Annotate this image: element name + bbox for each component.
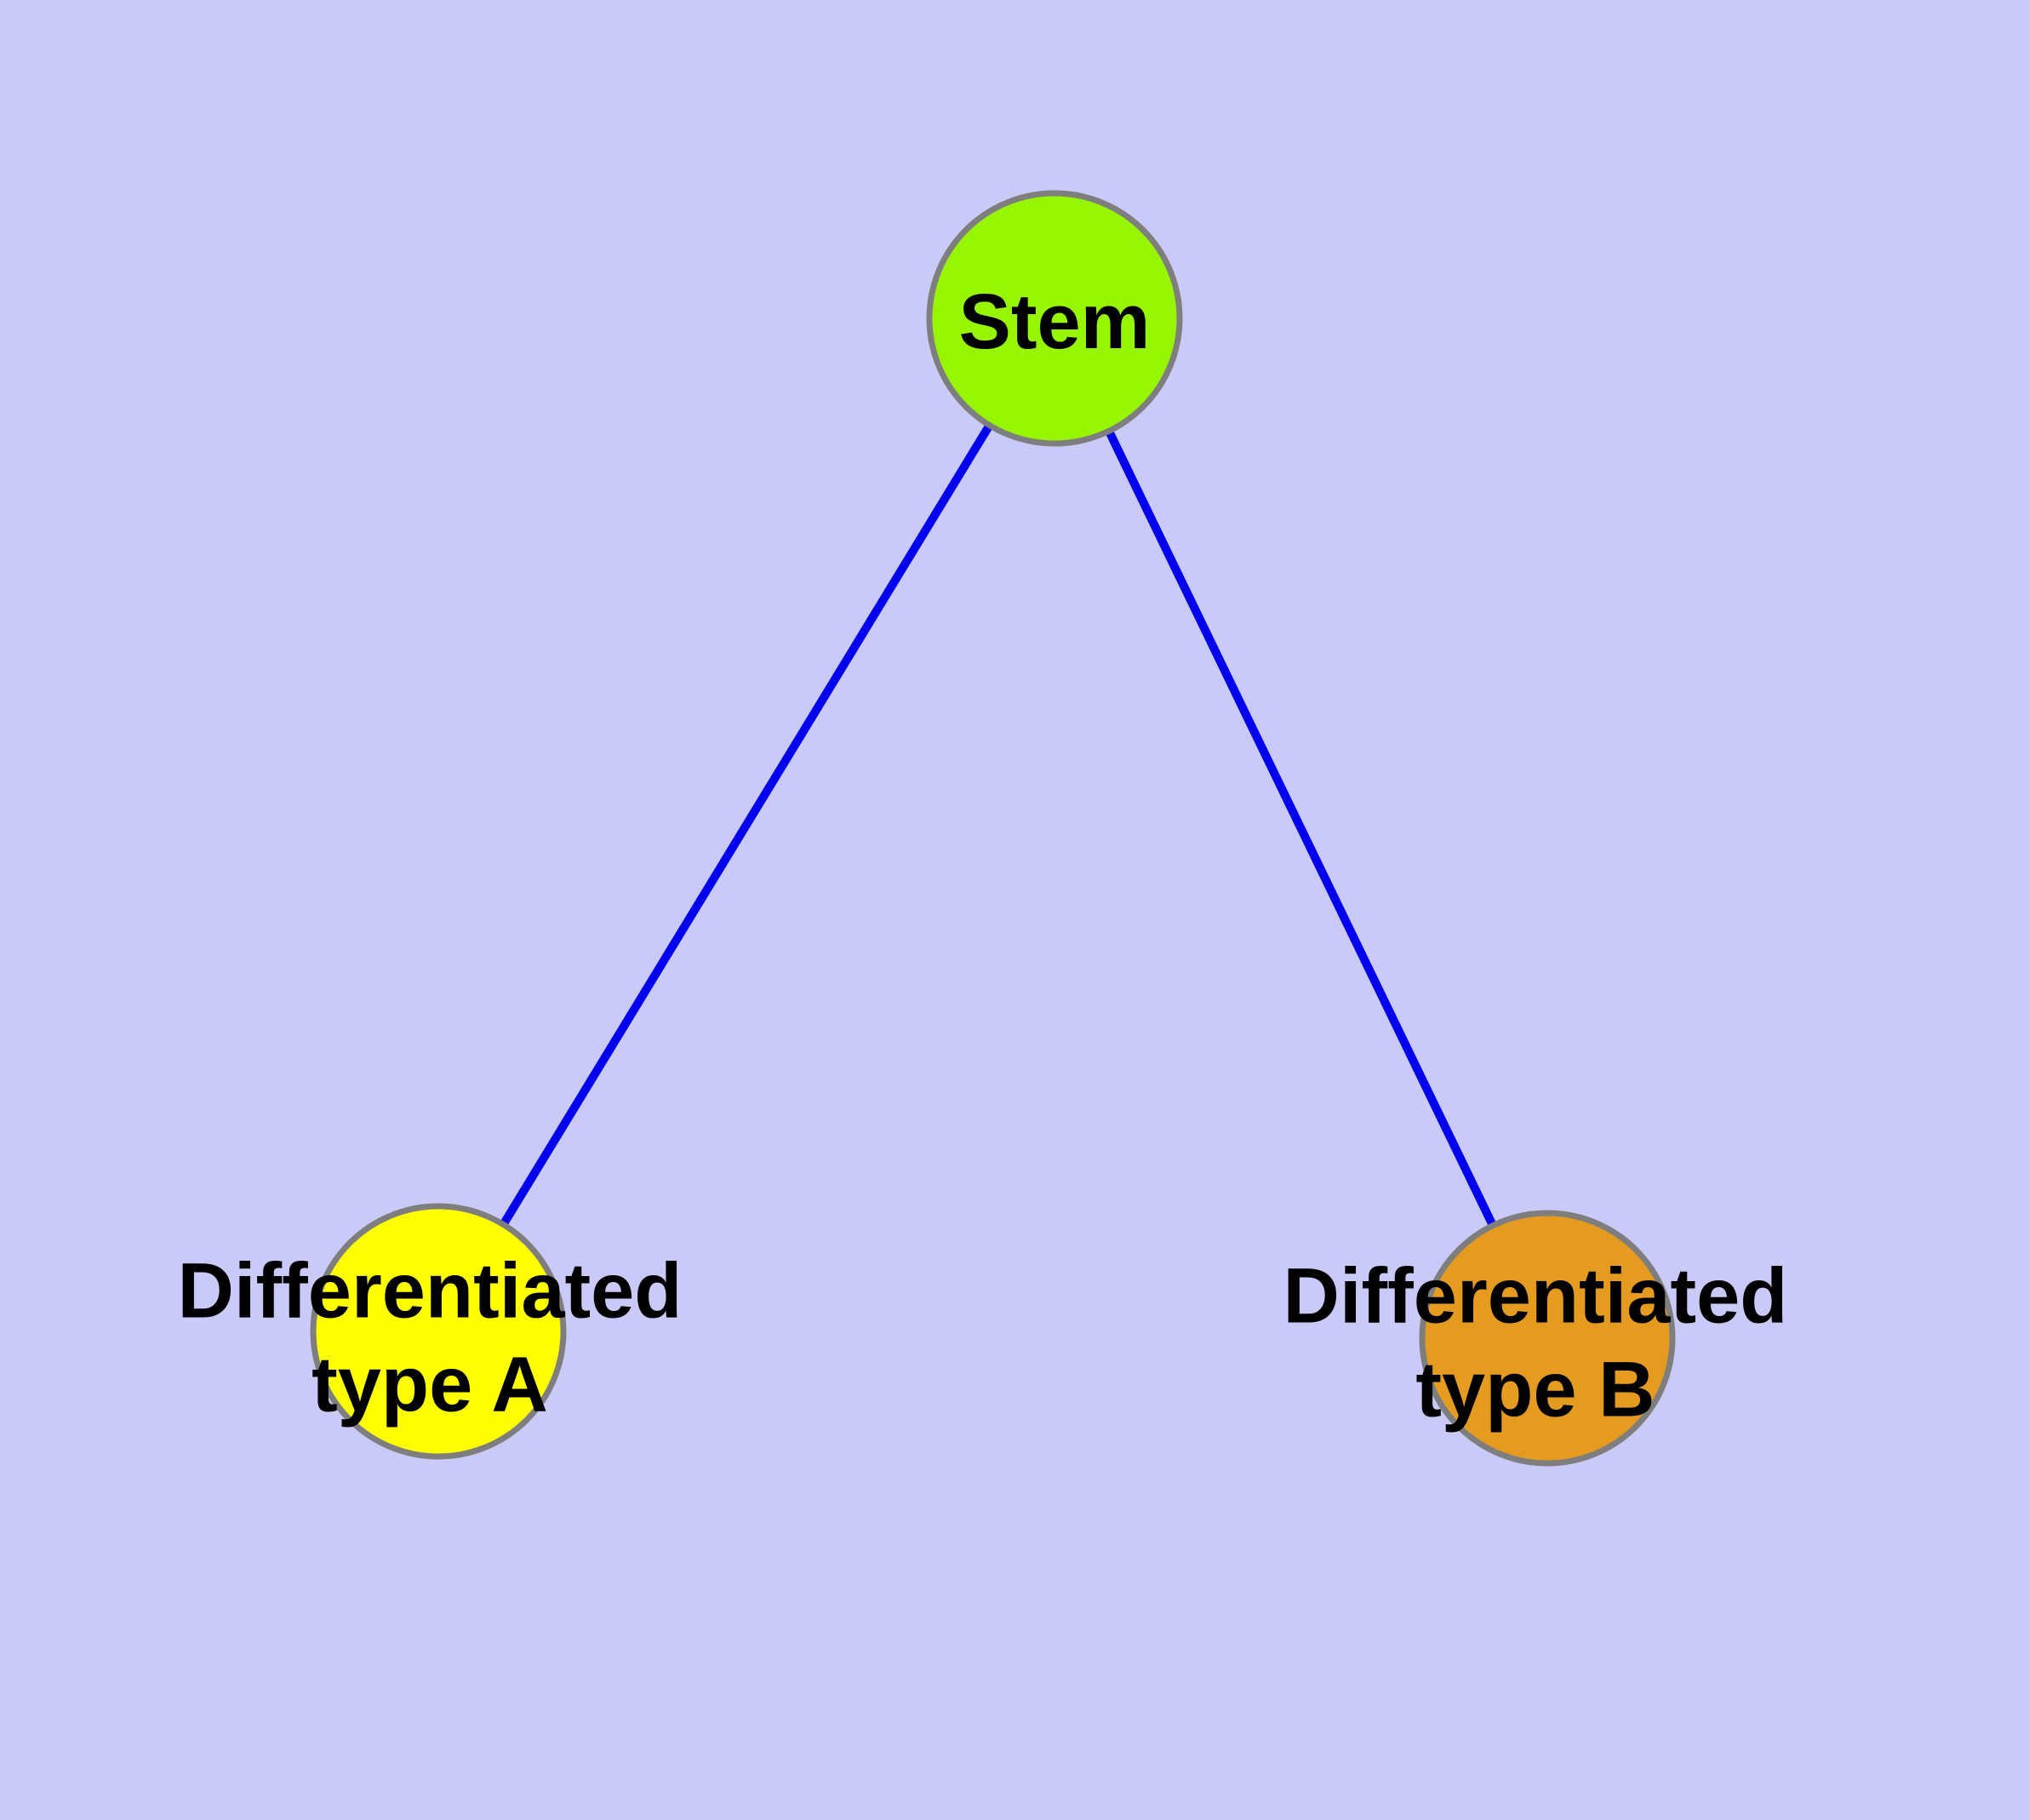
node-type-a-label: Differentiated type A <box>177 1247 683 1428</box>
node-stem-circle <box>926 190 1183 447</box>
node-type-b-circle <box>1419 1210 1676 1467</box>
edge-stem-to-type-b <box>1050 316 1552 1341</box>
node-stem-label: Stem <box>958 278 1151 365</box>
node-type-b-label: Differentiated type B <box>1283 1252 1788 1434</box>
node-type-a-circle <box>310 1203 567 1460</box>
edge-stem-to-type-a <box>434 316 1059 1334</box>
